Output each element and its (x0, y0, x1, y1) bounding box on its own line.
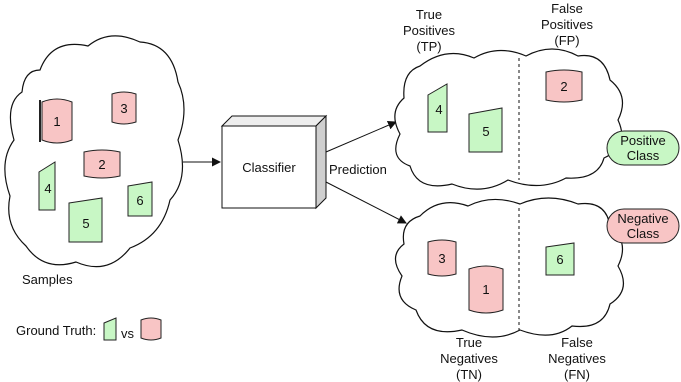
tp-item-5-label: 5 (482, 124, 489, 139)
sample-4: 4 (38, 161, 56, 211)
negative-class-badge: Negative Class (606, 208, 680, 244)
fn-label-line-2: Negatives (548, 351, 606, 366)
tp-label-line-1: True (416, 7, 442, 22)
fp-item-2-label: 2 (560, 79, 567, 94)
prediction-label: Prediction (329, 162, 387, 177)
tn-label-line-1: True (456, 335, 482, 350)
fn-label: False Negatives (FN) (548, 335, 606, 382)
tn-label-line-3: (TN) (456, 367, 482, 382)
sample-4-label: 4 (44, 181, 51, 196)
negative-class-line-2: Class (627, 226, 660, 241)
sample-5: 5 (68, 197, 103, 243)
sample-3-label: 3 (120, 101, 127, 116)
tn-item-1-label: 1 (482, 282, 489, 297)
tp-item-4-label: 4 (435, 102, 442, 117)
fn-label-line-3: (FN) (564, 367, 590, 382)
tn-item-3-label: 3 (438, 251, 445, 266)
tn-label: True Negatives (TN) (440, 335, 498, 382)
sample-6-label: 6 (136, 193, 143, 208)
negative-arrow (325, 181, 407, 224)
positive-swatch (103, 317, 117, 341)
tp-item-4: 4 (427, 83, 448, 133)
sample-6: 6 (127, 181, 153, 217)
fn-item-6: 6 (545, 242, 575, 276)
ground-truth-legend: Ground Truth: vs (16, 317, 162, 341)
tp-label: True Positives (TP) (403, 7, 456, 54)
sample-2: 2 (83, 149, 121, 179)
sample-3: 3 (111, 91, 137, 125)
tp-label-line-2: Positives (403, 23, 456, 38)
tn-item-1: 1 (468, 265, 504, 314)
tn-item-3: 3 (427, 239, 457, 277)
vs-label: vs (121, 326, 135, 341)
tn-label-line-2: Negatives (440, 351, 498, 366)
sample-1: 1 (39, 98, 73, 144)
fp-label-line-2: Positives (541, 17, 594, 32)
negative-class-line-1: Negative (617, 211, 668, 226)
fp-label-line-3: (FP) (554, 33, 579, 48)
fn-item-6-label: 6 (556, 252, 563, 267)
sample-1-label: 1 (53, 114, 60, 129)
tp-label-line-3: (TP) (416, 39, 441, 54)
sample-2-label: 2 (98, 157, 105, 172)
fp-label: False Positives (FP) (541, 1, 594, 48)
fn-label-line-1: False (561, 335, 593, 350)
classifier-label: Classifier (242, 160, 296, 175)
positive-arrow (325, 121, 397, 153)
positive-class-line-2: Class (627, 148, 660, 163)
ground-truth-label: Ground Truth: (16, 323, 96, 338)
positive-class-badge: Positive Class (606, 130, 680, 166)
negative-cloud (394, 197, 625, 338)
positive-class-line-1: Positive (620, 133, 666, 148)
fp-label-line-1: False (551, 1, 583, 16)
samples-label: Samples (22, 272, 73, 287)
negative-swatch (140, 317, 162, 341)
fp-item-2: 2 (545, 69, 583, 103)
tp-item-5: 5 (468, 107, 503, 153)
sample-5-label: 5 (82, 216, 89, 231)
classifier-box: Classifier (220, 114, 328, 210)
